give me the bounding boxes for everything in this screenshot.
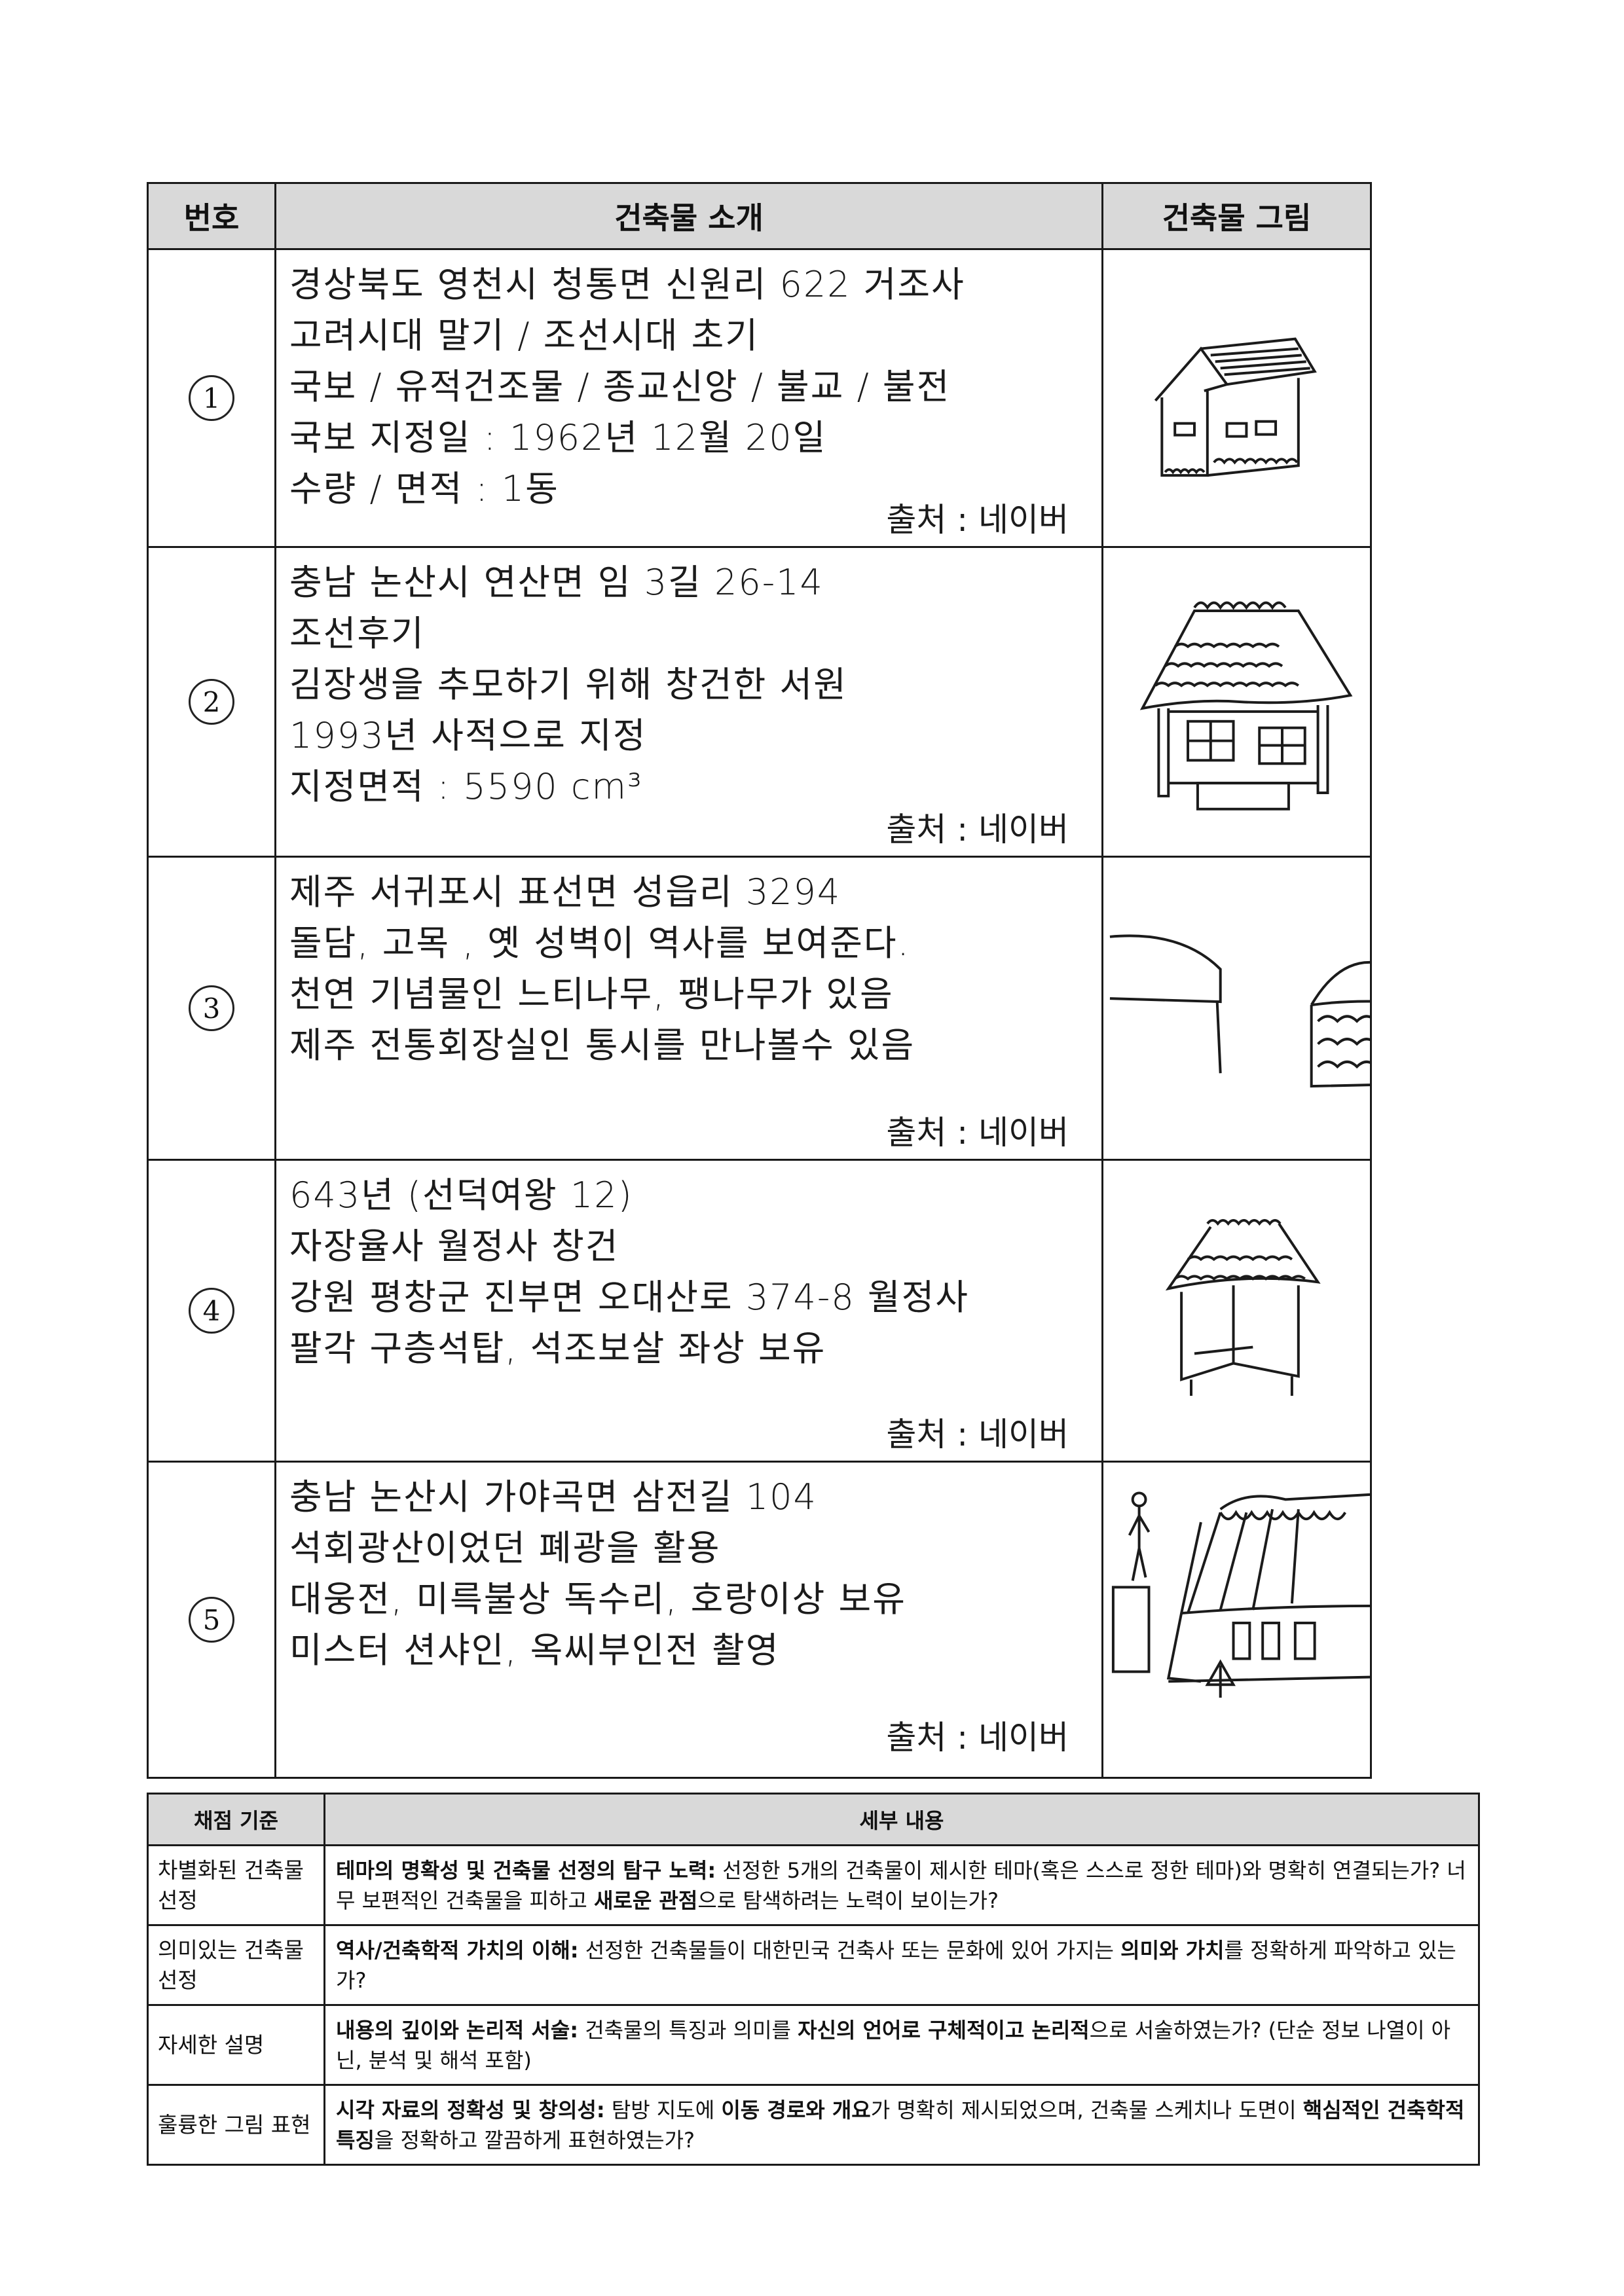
table-row: 1 경상북도 영천시 청통면 신원리 622 거조사 고려시대 말기 / 조선시… <box>147 248 1372 548</box>
desc-line: 제주 전통회장실인 통시를 만나볼수 있음 <box>289 1025 915 1066</box>
header-intro: 건축물 소개 <box>274 182 1103 250</box>
row-number: 1 <box>189 375 234 421</box>
desc-line: 경상북도 영천시 청통면 신원리 622 거조사 <box>289 264 965 305</box>
criteria-row: 의미있는 건축물 선정 역사/건축학적 가치의 이해: 선정한 건축물들이 대한… <box>147 1924 1480 2006</box>
criterion-label: 차별화된 건축물 선정 <box>147 1844 325 1926</box>
desc-line: 미스터 션샤인, 옥씨부인전 촬영 <box>289 1630 780 1671</box>
stone-wall-sketch-icon <box>1103 858 1370 1159</box>
desc-line: 국보 / 유적건조물 / 종교신앙 / 불교 / 불전 <box>289 366 951 407</box>
criteria-row: 자세한 설명 내용의 깊이와 논리적 서술: 건축물의 특징과 의미를 자신의 … <box>147 2004 1480 2086</box>
table-row: 2 충남 논산시 연산면 임 3길 26-14 조선후기 김장생을 추모하기 위… <box>147 546 1372 858</box>
row-number: 4 <box>189 1288 234 1334</box>
desc-line: 국보 지정일 : 1962년 12월 20일 <box>289 417 827 458</box>
table-row: 3 제주 서귀포시 표선면 성읍리 3294 돌담, 고목 , 옛 성벽이 역사… <box>147 856 1372 1161</box>
desc-line: 제주 서귀포시 표선면 성읍리 3294 <box>289 871 841 913</box>
criterion-detail: 테마의 명확성 및 건축물 선정의 탐구 노력: 선정한 5개의 건축물이 제시… <box>323 1844 1480 1926</box>
header-drawing: 건축물 그림 <box>1101 182 1372 250</box>
criteria-row: 차별화된 건축물 선정 테마의 명확성 및 건축물 선정의 탐구 노력: 선정한… <box>147 1844 1480 1926</box>
criterion-label: 자세한 설명 <box>147 2004 325 2086</box>
criterion-detail: 내용의 깊이와 논리적 서술: 건축물의 특징과 의미를 자신의 언어로 구체적… <box>323 2004 1480 2086</box>
desc-line: 643년 (선덕여왕 12) <box>289 1175 633 1216</box>
desc-line: 1993년 사적으로 지정 <box>289 715 647 756</box>
header-criteria: 채점 기준 <box>147 1793 325 1846</box>
desc-line: 조선후기 <box>289 613 425 654</box>
table-row: 4 643년 (선덕여왕 12) 자장율사 월정사 창건 강원 평창군 진부면 … <box>147 1159 1372 1463</box>
source-label: 출처 : 네이버 <box>886 1719 1069 1757</box>
row-number: 2 <box>189 679 234 725</box>
criterion-label: 훌륭한 그림 표현 <box>147 2084 325 2166</box>
desc-line: 수량 / 면적 : 1동 <box>289 468 559 509</box>
source-label: 출처 : 네이버 <box>886 811 1069 848</box>
desc-line: 석회광산이었던 폐광을 활용 <box>289 1527 721 1569</box>
desc-line: 강원 평창군 진부면 오대산로 374-8 월정사 <box>289 1277 969 1318</box>
row-number: 3 <box>189 985 234 1031</box>
header-detail: 세부 내용 <box>323 1793 1480 1846</box>
desc-line: 충남 논산시 연산면 임 3길 26-14 <box>289 562 824 603</box>
hanok-sketch-icon <box>1103 548 1370 856</box>
table-row: 5 충남 논산시 가야곡면 삼전길 104 석회광산이었던 폐광을 활용 대웅전… <box>147 1461 1372 1779</box>
desc-line: 충남 논산시 가야곡면 삼전길 104 <box>289 1476 817 1518</box>
desc-line: 팔각 구층석탑, 석조보살 좌상 보유 <box>289 1328 826 1369</box>
header-number: 번호 <box>147 182 276 250</box>
desc-line: 고려시대 말기 / 조선시대 초기 <box>289 315 760 356</box>
desc-line: 김장생을 추모하기 위해 창건한 서원 <box>289 664 847 705</box>
criterion-detail: 시각 자료의 정확성 및 창의성: 탐방 지도에 이동 경로와 개요가 명확히 … <box>323 2084 1480 2166</box>
desc-line: 대웅전, 미륵불상 독수리, 호랑이상 보유 <box>289 1578 906 1620</box>
desc-line: 자장율사 월정사 창건 <box>289 1226 619 1267</box>
house-sketch-icon <box>1103 250 1370 546</box>
source-label: 출처 : 네이버 <box>886 501 1069 539</box>
criteria-row: 훌륭한 그림 표현 시각 자료의 정확성 및 창의성: 탐방 지도에 이동 경로… <box>147 2084 1480 2166</box>
cave-temple-sketch-icon <box>1103 1463 1370 1777</box>
criterion-label: 의미있는 건축물 선정 <box>147 1924 325 2006</box>
architecture-table: 번호 건축물 소개 건축물 그림 1 경상북도 영천시 청통면 신원리 622 … <box>147 182 1372 1779</box>
criteria-table: 채점 기준 세부 내용 차별화된 건축물 선정 테마의 명확성 및 건축물 선정… <box>147 1793 1480 2166</box>
desc-line: 천연 기념물인 느티나무, 팽나무가 있음 <box>289 974 894 1015</box>
desc-line: 돌담, 고목 , 옛 성벽이 역사를 보여준다. <box>289 922 910 964</box>
source-label: 출처 : 네이버 <box>886 1114 1069 1152</box>
temple-sketch-icon <box>1103 1161 1370 1461</box>
criterion-detail: 역사/건축학적 가치의 이해: 선정한 건축물들이 대한민국 건축사 또는 문화… <box>323 1924 1480 2006</box>
desc-line: 지정면적 : 5590 cm³ <box>289 766 643 807</box>
row-number: 5 <box>189 1597 234 1643</box>
source-label: 출처 : 네이버 <box>886 1415 1069 1453</box>
